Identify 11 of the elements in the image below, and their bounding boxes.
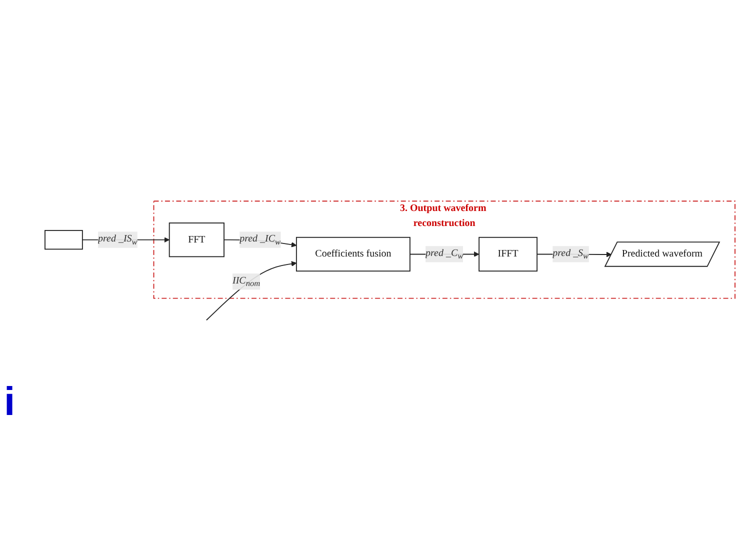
arrow xyxy=(206,261,297,321)
edge-label: pred _IS$_{w}$ xyxy=(98,234,138,246)
node-box: FFT xyxy=(168,222,224,258)
edge-label: pred _C$_{w}$ xyxy=(426,248,464,261)
edge-label: pred _S$_{w}$ xyxy=(552,248,589,261)
node-box xyxy=(44,230,83,250)
node-box: Coefficients fusion xyxy=(296,236,410,272)
node-box: IFFT xyxy=(478,236,538,272)
edge-label: pred _IC$_{w}$ xyxy=(240,234,281,246)
edge-label: IIC$_{nom}$ xyxy=(232,275,260,288)
text-fragment: i xyxy=(4,380,16,424)
